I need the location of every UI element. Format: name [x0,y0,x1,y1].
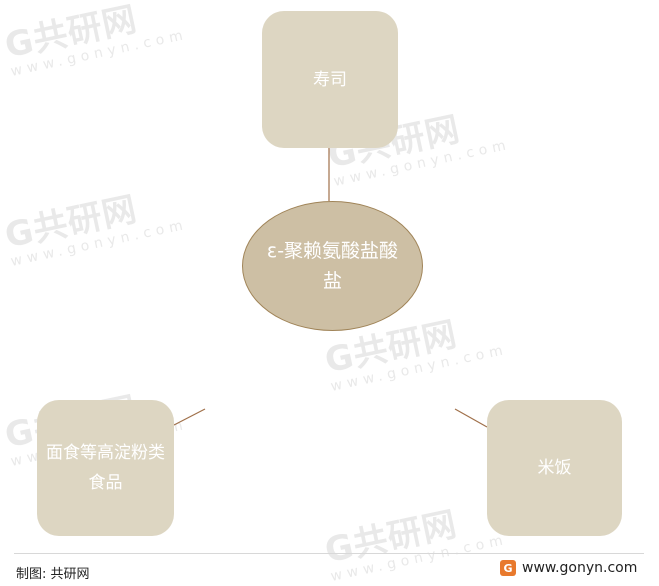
connector-right [454,408,488,428]
footer-site-url: www.gonyn.com [522,560,638,576]
node-rice: 米饭 [487,400,622,536]
footer-credit: 制图: 共研网 [16,567,90,582]
node-sushi: 寿司 [262,11,398,148]
node-rice-label: 米饭 [537,458,572,478]
footer-site: G www.gonyn.com [500,560,637,576]
center-node-label: ε-聚赖氨酸盐酸盐 [266,240,399,292]
node-sushi-label: 寿司 [313,69,347,90]
node-high-starch-foods-label: 面食等高淀粉类食品 [46,443,165,493]
connector-left [173,408,206,426]
footer-divider [14,553,644,554]
center-node: ε-聚赖氨酸盐酸盐 [242,201,423,331]
gonyn-logo-icon: G [500,560,516,576]
node-high-starch-foods: 面食等高淀粉类食品 [37,400,174,536]
